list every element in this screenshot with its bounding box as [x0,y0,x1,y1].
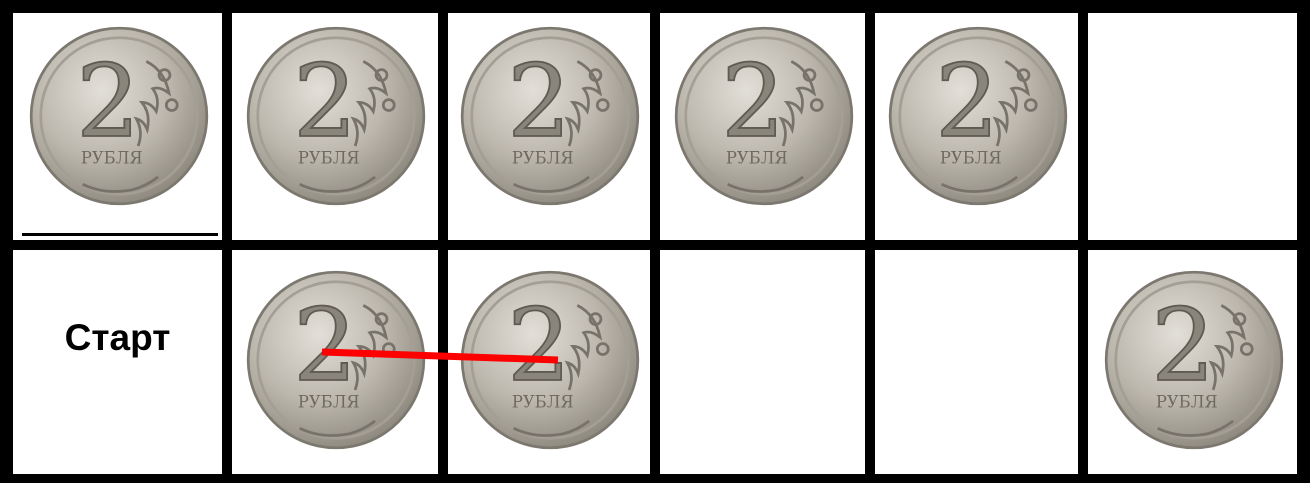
coin-denomination: 2 [1151,287,1215,404]
coin-word: РУБЛЯ [512,148,574,167]
coin-denomination: 2 [293,287,357,404]
coin-denomination: 2 [293,43,357,160]
coin-denomination: 2 [935,43,999,160]
coin-word: РУБЛЯ [939,148,1001,167]
coin-word: РУБЛЯ [725,148,787,167]
coin-word: РУБЛЯ [512,392,574,411]
coin-denomination: 2 [507,43,571,160]
start-label: Старт [13,226,222,450]
coin-word: РУБЛЯ [80,148,142,167]
cell-r2-c4 [660,250,865,474]
coin-word: РУБЛЯ [298,392,360,411]
coin-word: РУБЛЯ [1155,392,1217,411]
coin-denomination: 2 [76,43,140,160]
cell-r1-c6 [1088,13,1297,240]
coin-word: РУБЛЯ [298,148,360,167]
coin-denomination: 2 [721,43,785,160]
cell-r2-c5 [875,250,1078,474]
coin-denomination: 2 [507,287,571,404]
